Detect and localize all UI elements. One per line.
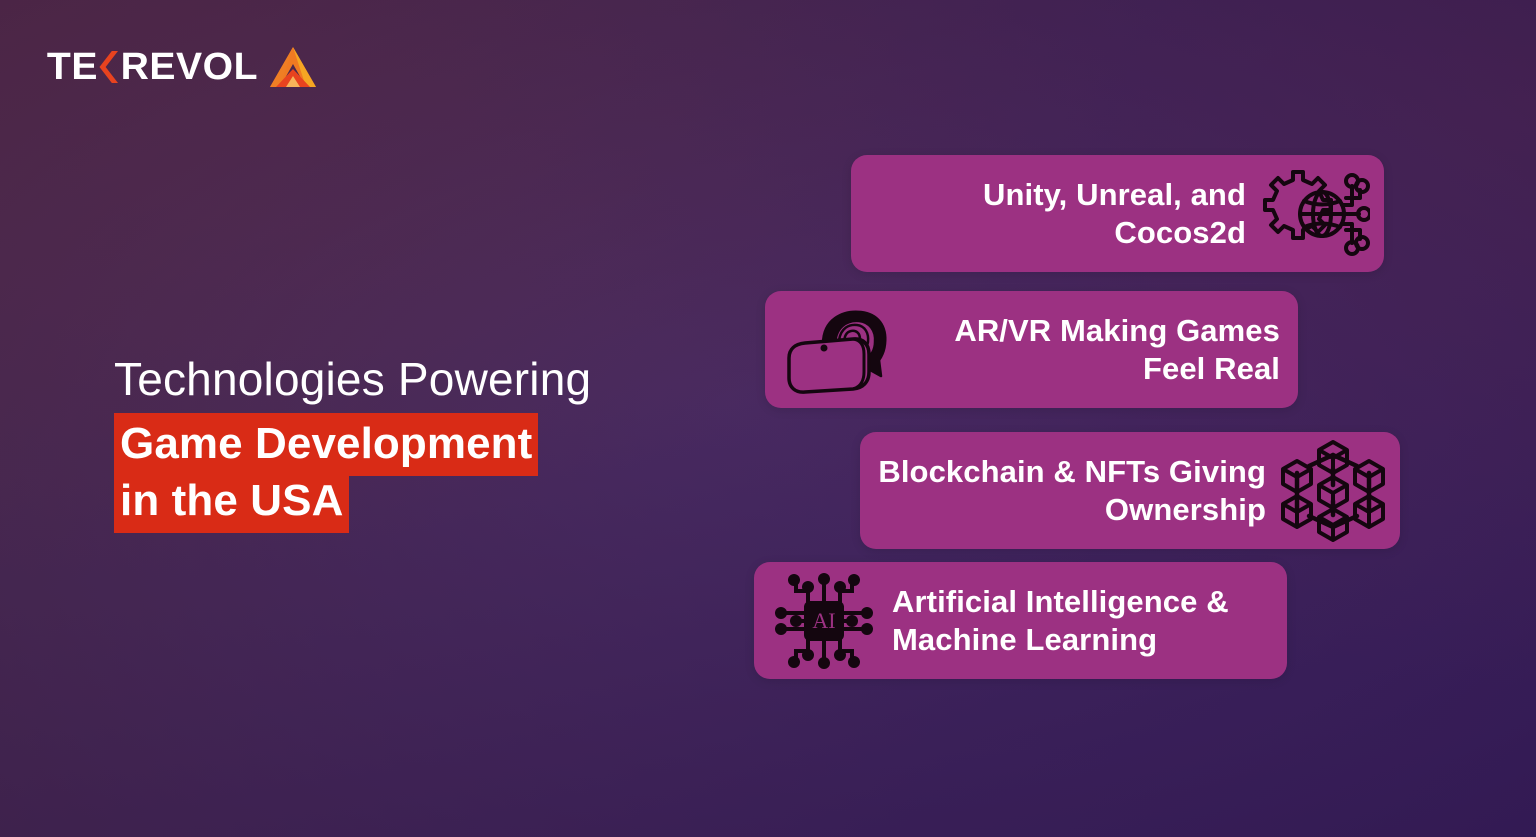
headline-line-1: Technologies Powering: [114, 353, 592, 405]
tech-card-line-1: Artificial Intelligence &: [892, 583, 1229, 619]
tech-card-label: Blockchain & NFTs Giving Ownership: [874, 453, 1266, 529]
headline-highlight: Game Development in the USA: [114, 413, 754, 534]
tech-card-blockchain-nfts[interactable]: Blockchain & NFTs Giving Ownership: [860, 432, 1400, 549]
tech-card-ai-ml[interactable]: AI Artificial Intelligence & Machine Lea…: [754, 562, 1287, 679]
tech-card-line-1: Blockchain & NFTs Giving: [878, 453, 1266, 489]
tech-card-line-2: Ownership: [1104, 491, 1266, 527]
logo-wordmark: TE REVOL: [47, 46, 258, 89]
tech-card-label: Artificial Intelligence & Machine Learni…: [892, 583, 1267, 659]
tech-card-ar-vr[interactable]: AR/VR Making Games Feel Real: [765, 291, 1298, 408]
triangle-mark-icon: [268, 45, 318, 89]
brand-logo[interactable]: TE REVOL: [47, 45, 318, 89]
tech-card-line-2: Machine Learning: [892, 621, 1158, 657]
chevron-left-icon: [99, 50, 120, 84]
tech-card-line-2: Feel Real: [1142, 350, 1280, 386]
blockchain-cubes-icon: [1278, 439, 1388, 543]
tech-card-label: Unity, Unreal, and Cocos2d: [881, 176, 1246, 252]
headline-highlight-line-1: Game Development: [114, 413, 539, 477]
ai-chip-icon: AI: [774, 571, 874, 671]
ai-chip-label: AI: [812, 608, 835, 633]
gear-globe-network-icon: [1258, 165, 1370, 263]
tech-card-label: AR/VR Making Games Feel Real: [913, 312, 1280, 388]
vr-headset-icon: [779, 304, 897, 396]
tech-card-line-2: Cocos2d: [1114, 214, 1246, 250]
tech-card-line-1: Unity, Unreal, and: [982, 176, 1246, 212]
logo-text-after: REVOL: [120, 45, 259, 88]
headline-highlight-line-2: in the USA: [114, 470, 350, 534]
logo-text-before: TE: [46, 45, 98, 88]
page-title: Technologies Powering Game Development i…: [114, 352, 754, 534]
tech-card-line-1: AR/VR Making Games: [954, 312, 1280, 348]
tech-card-unity-unreal-cocos2d[interactable]: Unity, Unreal, and Cocos2d: [851, 155, 1384, 272]
